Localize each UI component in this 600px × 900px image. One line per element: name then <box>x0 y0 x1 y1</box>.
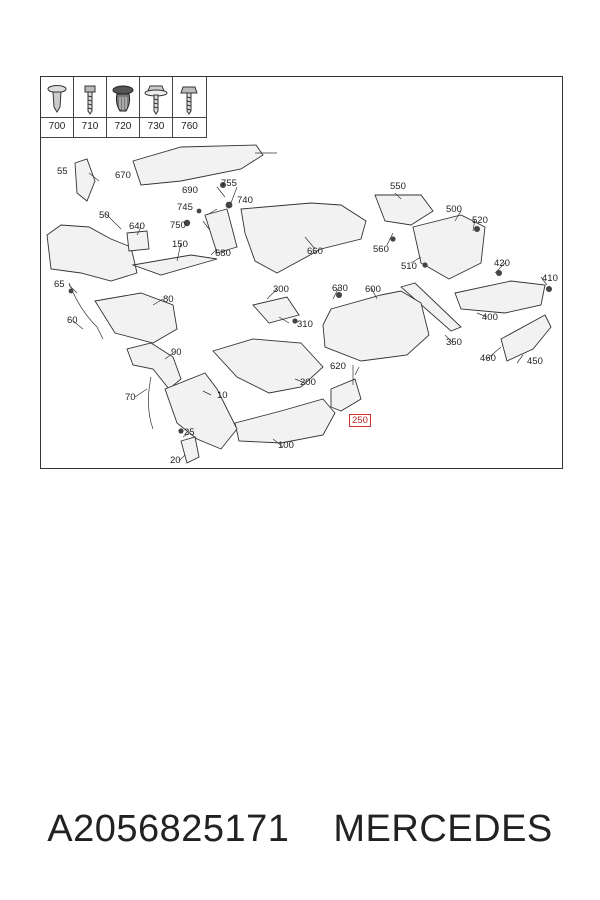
legend-cell-720: 720 <box>107 77 140 137</box>
callout-560: 560 <box>373 244 389 255</box>
part-150-shape <box>131 254 218 276</box>
part-550-shape <box>374 194 434 226</box>
part-250-shape <box>330 378 362 412</box>
fastener-755-icon <box>220 182 226 188</box>
callout-250-highlighted: 250 <box>349 414 371 427</box>
flange-bolt-icon <box>144 85 168 115</box>
part-670-shape <box>132 144 264 186</box>
screw-icon <box>84 85 96 115</box>
fastener-420-icon <box>496 270 502 276</box>
callout-520: 520 <box>472 215 488 226</box>
expanding-clip-icon <box>112 85 134 112</box>
callout-300: 300 <box>273 284 289 295</box>
brand-name: MERCEDES <box>333 808 553 850</box>
fastener-25-icon <box>178 428 184 434</box>
part-660-shape <box>240 202 367 274</box>
fastener-310-icon <box>292 318 298 324</box>
callout-90: 90 <box>171 347 182 358</box>
legend-cell-710: 710 <box>74 77 107 137</box>
callout-745: 745 <box>177 202 193 213</box>
fastener-745-icon <box>196 208 202 214</box>
callout-100: 100 <box>278 440 294 451</box>
part-90-shape <box>126 342 182 390</box>
part-500-shape <box>412 214 486 280</box>
part-70-shape <box>148 376 154 430</box>
callout-740: 740 <box>237 195 253 206</box>
callout-670: 670 <box>115 170 131 181</box>
callout-620: 620 <box>330 361 346 372</box>
part-60-shape <box>68 282 104 340</box>
callout-65: 65 <box>54 279 65 290</box>
callout-640: 640 <box>129 221 145 232</box>
part-100-shape <box>234 398 336 444</box>
callout-690: 690 <box>182 185 198 196</box>
part-300-shape <box>252 296 300 324</box>
callout-550: 550 <box>390 181 406 192</box>
part-600-shape <box>322 290 430 362</box>
legend-label: 760 <box>173 117 206 135</box>
part-20-shape <box>180 436 200 464</box>
part-680-shape <box>204 208 238 254</box>
callout-70: 70 <box>125 392 136 403</box>
product-caption: A2056825171 MERCEDES <box>0 808 600 851</box>
fastener-560-icon <box>390 236 396 242</box>
fastener-legend: 700 710 720 730 <box>41 77 207 138</box>
parts-drawing <box>46 144 552 464</box>
legend-cell-730: 730 <box>140 77 173 137</box>
part-350-shape <box>400 282 462 332</box>
legend-cell-700: 700 <box>41 77 74 137</box>
callout-460: 460 <box>480 353 496 364</box>
fastener-750-icon <box>183 219 191 227</box>
callout-600: 600 <box>365 284 381 295</box>
legend-label: 710 <box>74 117 106 135</box>
part-640-shape <box>126 230 150 252</box>
part-55-shape <box>74 158 96 202</box>
fastener-740-icon <box>225 201 233 209</box>
callout-630: 630 <box>332 283 348 294</box>
fastener-410-icon <box>546 286 552 292</box>
callout-10: 10 <box>217 390 228 401</box>
fastener-510-icon <box>422 262 428 268</box>
leader-lines <box>68 152 548 462</box>
callout-50: 50 <box>99 210 110 221</box>
fastener-520-icon <box>474 226 480 232</box>
fastener-630-icon <box>336 292 342 298</box>
callout-755: 755 <box>221 178 237 189</box>
part-10-shape <box>164 372 238 450</box>
callout-80: 80 <box>163 294 174 305</box>
part-number: A2056825171 <box>47 808 290 850</box>
callout-200: 200 <box>300 377 316 388</box>
callout-150: 150 <box>172 239 188 250</box>
push-rivet-icon <box>47 85 67 113</box>
callout-500: 500 <box>446 204 462 215</box>
legend-cell-760: 760 <box>173 77 206 137</box>
part-400-shape <box>454 280 546 314</box>
hex-bolt-icon <box>180 86 198 115</box>
callout-510: 510 <box>401 261 417 272</box>
callout-60: 60 <box>67 315 78 326</box>
callout-680: 680 <box>215 248 231 259</box>
callout-400: 400 <box>482 312 498 323</box>
callout-350: 350 <box>446 337 462 348</box>
parts-diagram: 700 710 720 730 <box>40 76 563 469</box>
callout-55: 55 <box>57 166 68 177</box>
callout-450: 450 <box>527 356 543 367</box>
fastener-65-icon <box>68 288 74 294</box>
callout-420: 420 <box>494 258 510 269</box>
legend-label: 720 <box>107 117 139 135</box>
part-80-shape <box>94 292 178 344</box>
legend-label: 730 <box>140 117 172 135</box>
callout-660: 660 <box>307 246 323 257</box>
part-50-shape <box>46 224 138 282</box>
callout-410: 410 <box>542 273 558 284</box>
callout-25: 25 <box>184 427 195 438</box>
legend-label: 700 <box>41 117 73 135</box>
callout-750: 750 <box>170 220 186 231</box>
callout-20: 20 <box>170 455 181 466</box>
part-450-shape <box>500 314 552 362</box>
callout-310: 310 <box>297 319 313 330</box>
